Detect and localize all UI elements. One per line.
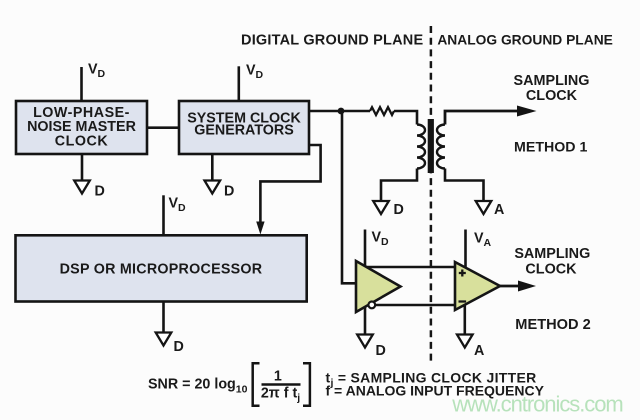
svg-text:GENERATORS: GENERATORS — [194, 123, 294, 139]
svg-text:SAMPLING: SAMPLING — [514, 246, 590, 262]
svg-text:METHOD 2: METHOD 2 — [515, 317, 590, 333]
svg-text:tj = SAMPLING CLOCK JITTER: tj = SAMPLING CLOCK JITTER — [326, 369, 537, 389]
svg-text:ANALOG GROUND PLANE: ANALOG GROUND PLANE — [437, 32, 613, 47]
svg-text:2π f tj: 2π f tj — [261, 386, 300, 405]
svg-text:D: D — [394, 202, 404, 218]
svg-text:SYSTEM CLOCK: SYSTEM CLOCK — [187, 110, 301, 126]
svg-text:1: 1 — [274, 368, 282, 384]
svg-text:A: A — [474, 343, 484, 359]
svg-text:A: A — [494, 202, 504, 218]
svg-text:www.cntronics.com: www.cntronics.com — [451, 392, 622, 417]
svg-text:D: D — [174, 339, 184, 355]
svg-text:METHOD 1: METHOD 1 — [514, 139, 587, 155]
svg-text:CLOCK: CLOCK — [55, 133, 109, 149]
svg-text:CLOCK: CLOCK — [526, 88, 578, 104]
svg-text:CLOCK: CLOCK — [525, 262, 577, 278]
svg-text:D: D — [224, 184, 234, 200]
svg-text:SAMPLING: SAMPLING — [514, 73, 590, 89]
svg-text:LOW-PHASE-: LOW-PHASE- — [33, 105, 130, 121]
svg-text:DSP OR MICROPROCESSOR: DSP OR MICROPROCESSOR — [60, 261, 263, 277]
svg-text:DIGITAL GROUND PLANE: DIGITAL GROUND PLANE — [241, 32, 423, 48]
svg-text:SNR = 20 log10: SNR = 20 log10 — [148, 377, 248, 396]
svg-text:f = ANALOG INPUT FREQUENCY: f = ANALOG INPUT FREQUENCY — [326, 382, 545, 398]
svg-text:D: D — [376, 343, 386, 359]
svg-text:D: D — [95, 184, 105, 200]
svg-text:NOISE MASTER: NOISE MASTER — [27, 119, 137, 135]
